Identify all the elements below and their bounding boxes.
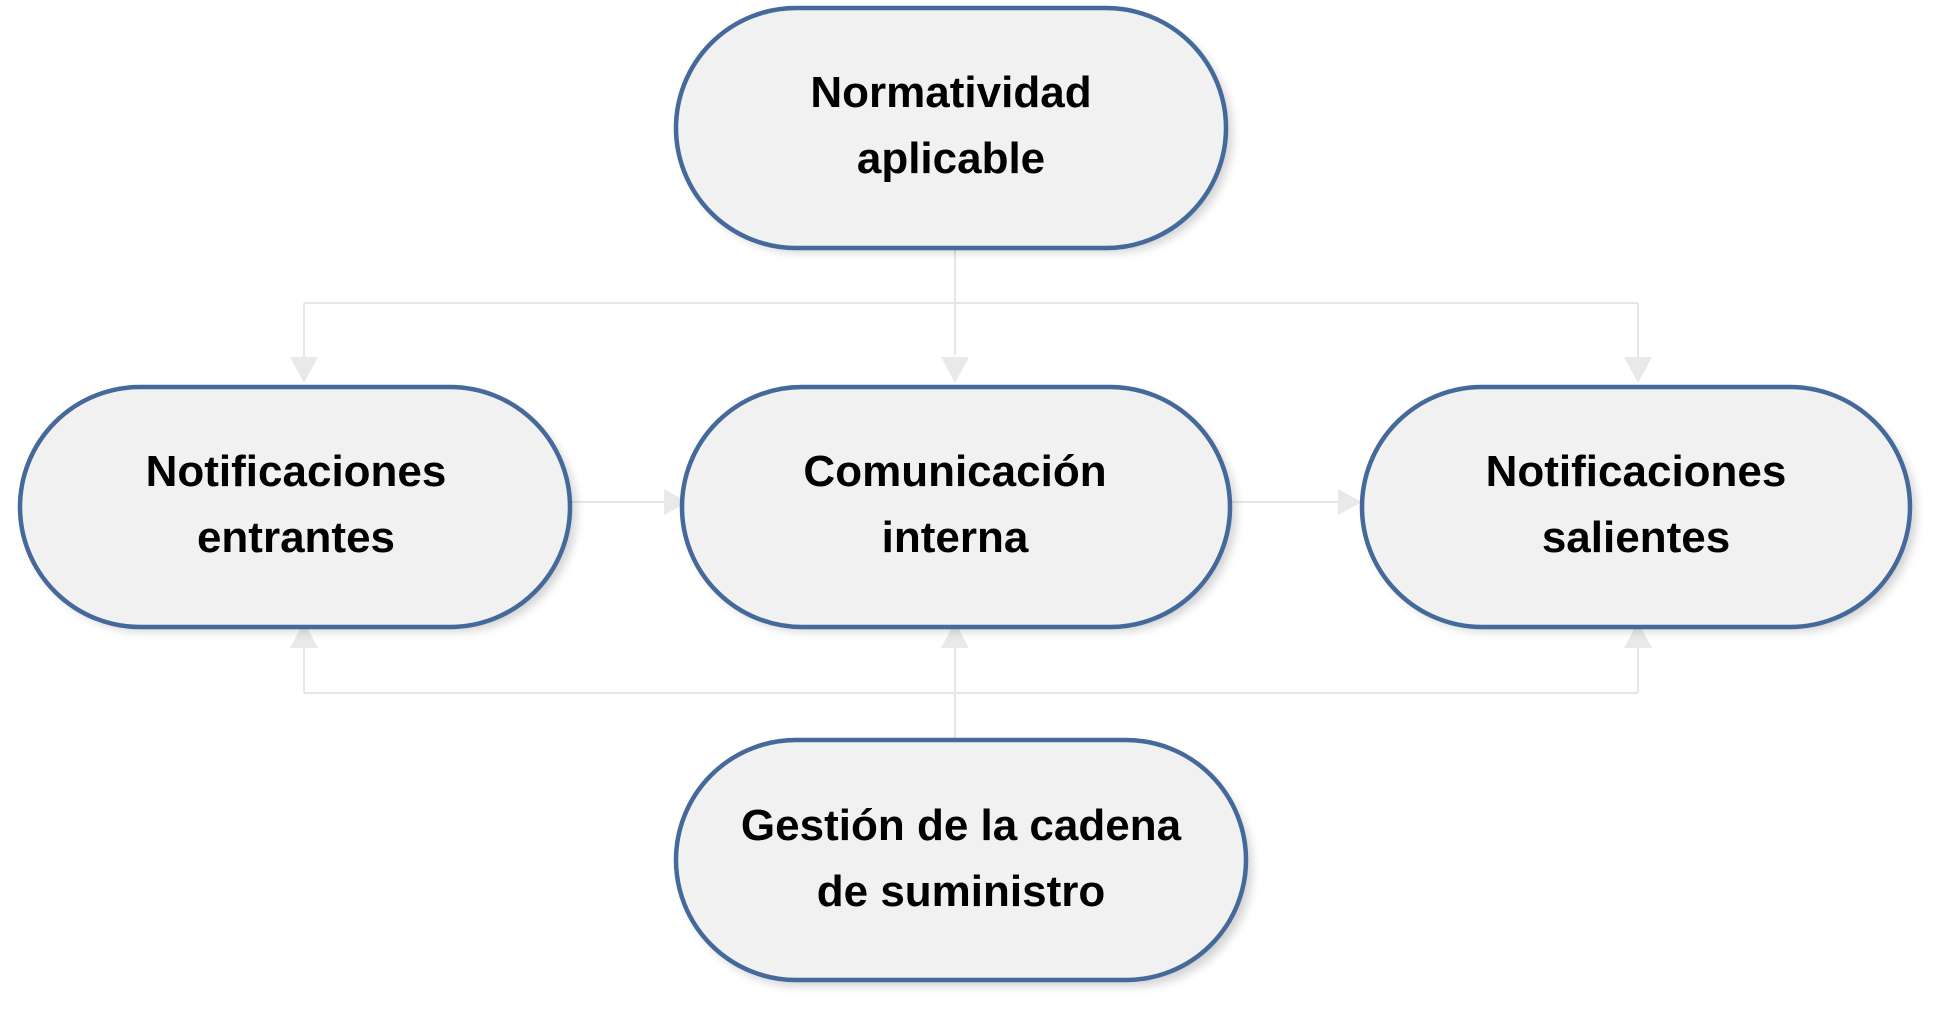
arrowhead-up-interna bbox=[941, 622, 969, 648]
arrowhead-up-salientes bbox=[1624, 622, 1652, 648]
node-salientes-line2: salientes bbox=[1542, 513, 1730, 562]
arrowhead-right-interna bbox=[664, 489, 688, 515]
node-interna-line1: Comunicación bbox=[803, 447, 1106, 496]
arrowhead-down-interna bbox=[941, 357, 969, 383]
arrowhead-right-salientes bbox=[1338, 489, 1362, 515]
node-cadena-line2: de suministro bbox=[817, 867, 1106, 916]
arrowhead-up-entrantes bbox=[290, 622, 318, 648]
connectors bbox=[303, 248, 1639, 740]
node-interna-shape bbox=[679, 384, 1233, 630]
node-entrantes-line1: Notificaciones bbox=[146, 447, 447, 496]
arrowhead-down-salientes bbox=[1624, 357, 1652, 383]
node-cadena-shape bbox=[673, 737, 1249, 983]
arrowheads bbox=[290, 357, 1652, 648]
node-cadena-line1: Gestión de la cadena bbox=[741, 801, 1182, 850]
node-normatividad-line2: aplicable bbox=[857, 134, 1045, 183]
node-interna-line2: interna bbox=[882, 513, 1029, 562]
node-entrantes-shape bbox=[17, 384, 573, 630]
node-salientes-shape bbox=[1359, 384, 1913, 630]
node-entrantes-line2: entrantes bbox=[197, 513, 395, 562]
node-notificaciones-salientes: Notificaciones salientes bbox=[1359, 384, 1916, 631]
node-notificaciones-entrantes: Notificaciones entrantes bbox=[17, 384, 576, 631]
node-comunicacion-interna: Comunicación interna bbox=[679, 384, 1236, 631]
node-normatividad-aplicable: Normatividad aplicable bbox=[673, 5, 1232, 252]
node-gestion-cadena-suministro: Gestión de la cadena de suministro bbox=[673, 737, 1252, 986]
node-normatividad-line1: Normatividad bbox=[810, 68, 1091, 117]
node-salientes-line1: Notificaciones bbox=[1486, 447, 1787, 496]
node-normatividad-shape bbox=[673, 5, 1229, 251]
arrowhead-down-entrantes bbox=[290, 357, 318, 383]
